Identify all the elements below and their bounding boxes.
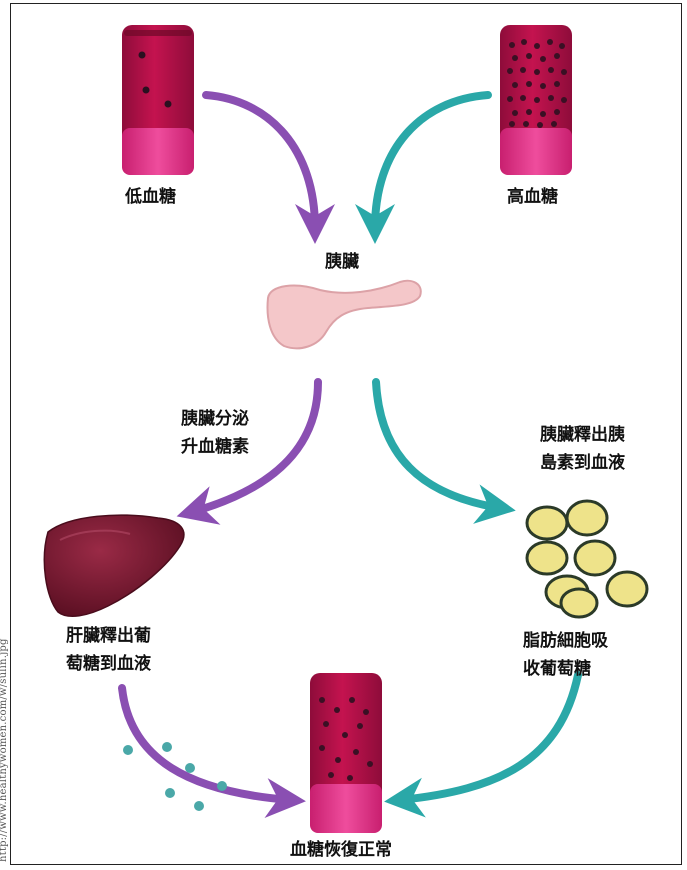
liver-release-label-line2: 萄糖到血液 (66, 650, 151, 678)
fat-absorb-label-line1: 脂肪細胞吸 (523, 627, 608, 655)
fat-absorb-arrow (400, 675, 578, 800)
normal-sugar-tube (310, 673, 382, 833)
low-sugar-tube (122, 25, 194, 175)
pancreas-label: 胰臟 (325, 248, 359, 276)
fat-cells-illustration (527, 501, 647, 617)
insulin-arrow (376, 382, 500, 508)
glucagon-label-line2: 升血糖素 (181, 433, 249, 461)
liver-release-arrow (122, 688, 290, 800)
high-sugar-label: 高血糖 (507, 183, 558, 211)
glucagon-label-line1: 胰臟分泌 (181, 405, 249, 433)
high-sugar-tube (500, 25, 572, 175)
liver-illustration (44, 515, 184, 616)
low-sugar-arrow (206, 95, 315, 228)
insulin-label-line1: 胰臟釋出胰 (540, 421, 625, 449)
low-sugar-label: 低血糖 (125, 183, 176, 211)
high-sugar-arrow (375, 95, 488, 228)
glucose-dots (123, 742, 227, 811)
pancreas-illustration (268, 281, 421, 349)
liver-release-label-line1: 肝臟釋出葡 (66, 622, 151, 650)
fat-absorb-label-line2: 收葡萄糖 (523, 655, 591, 683)
normal-sugar-label: 血糖恢復正常 (290, 836, 392, 864)
insulin-label-line2: 島素到血液 (540, 449, 625, 477)
